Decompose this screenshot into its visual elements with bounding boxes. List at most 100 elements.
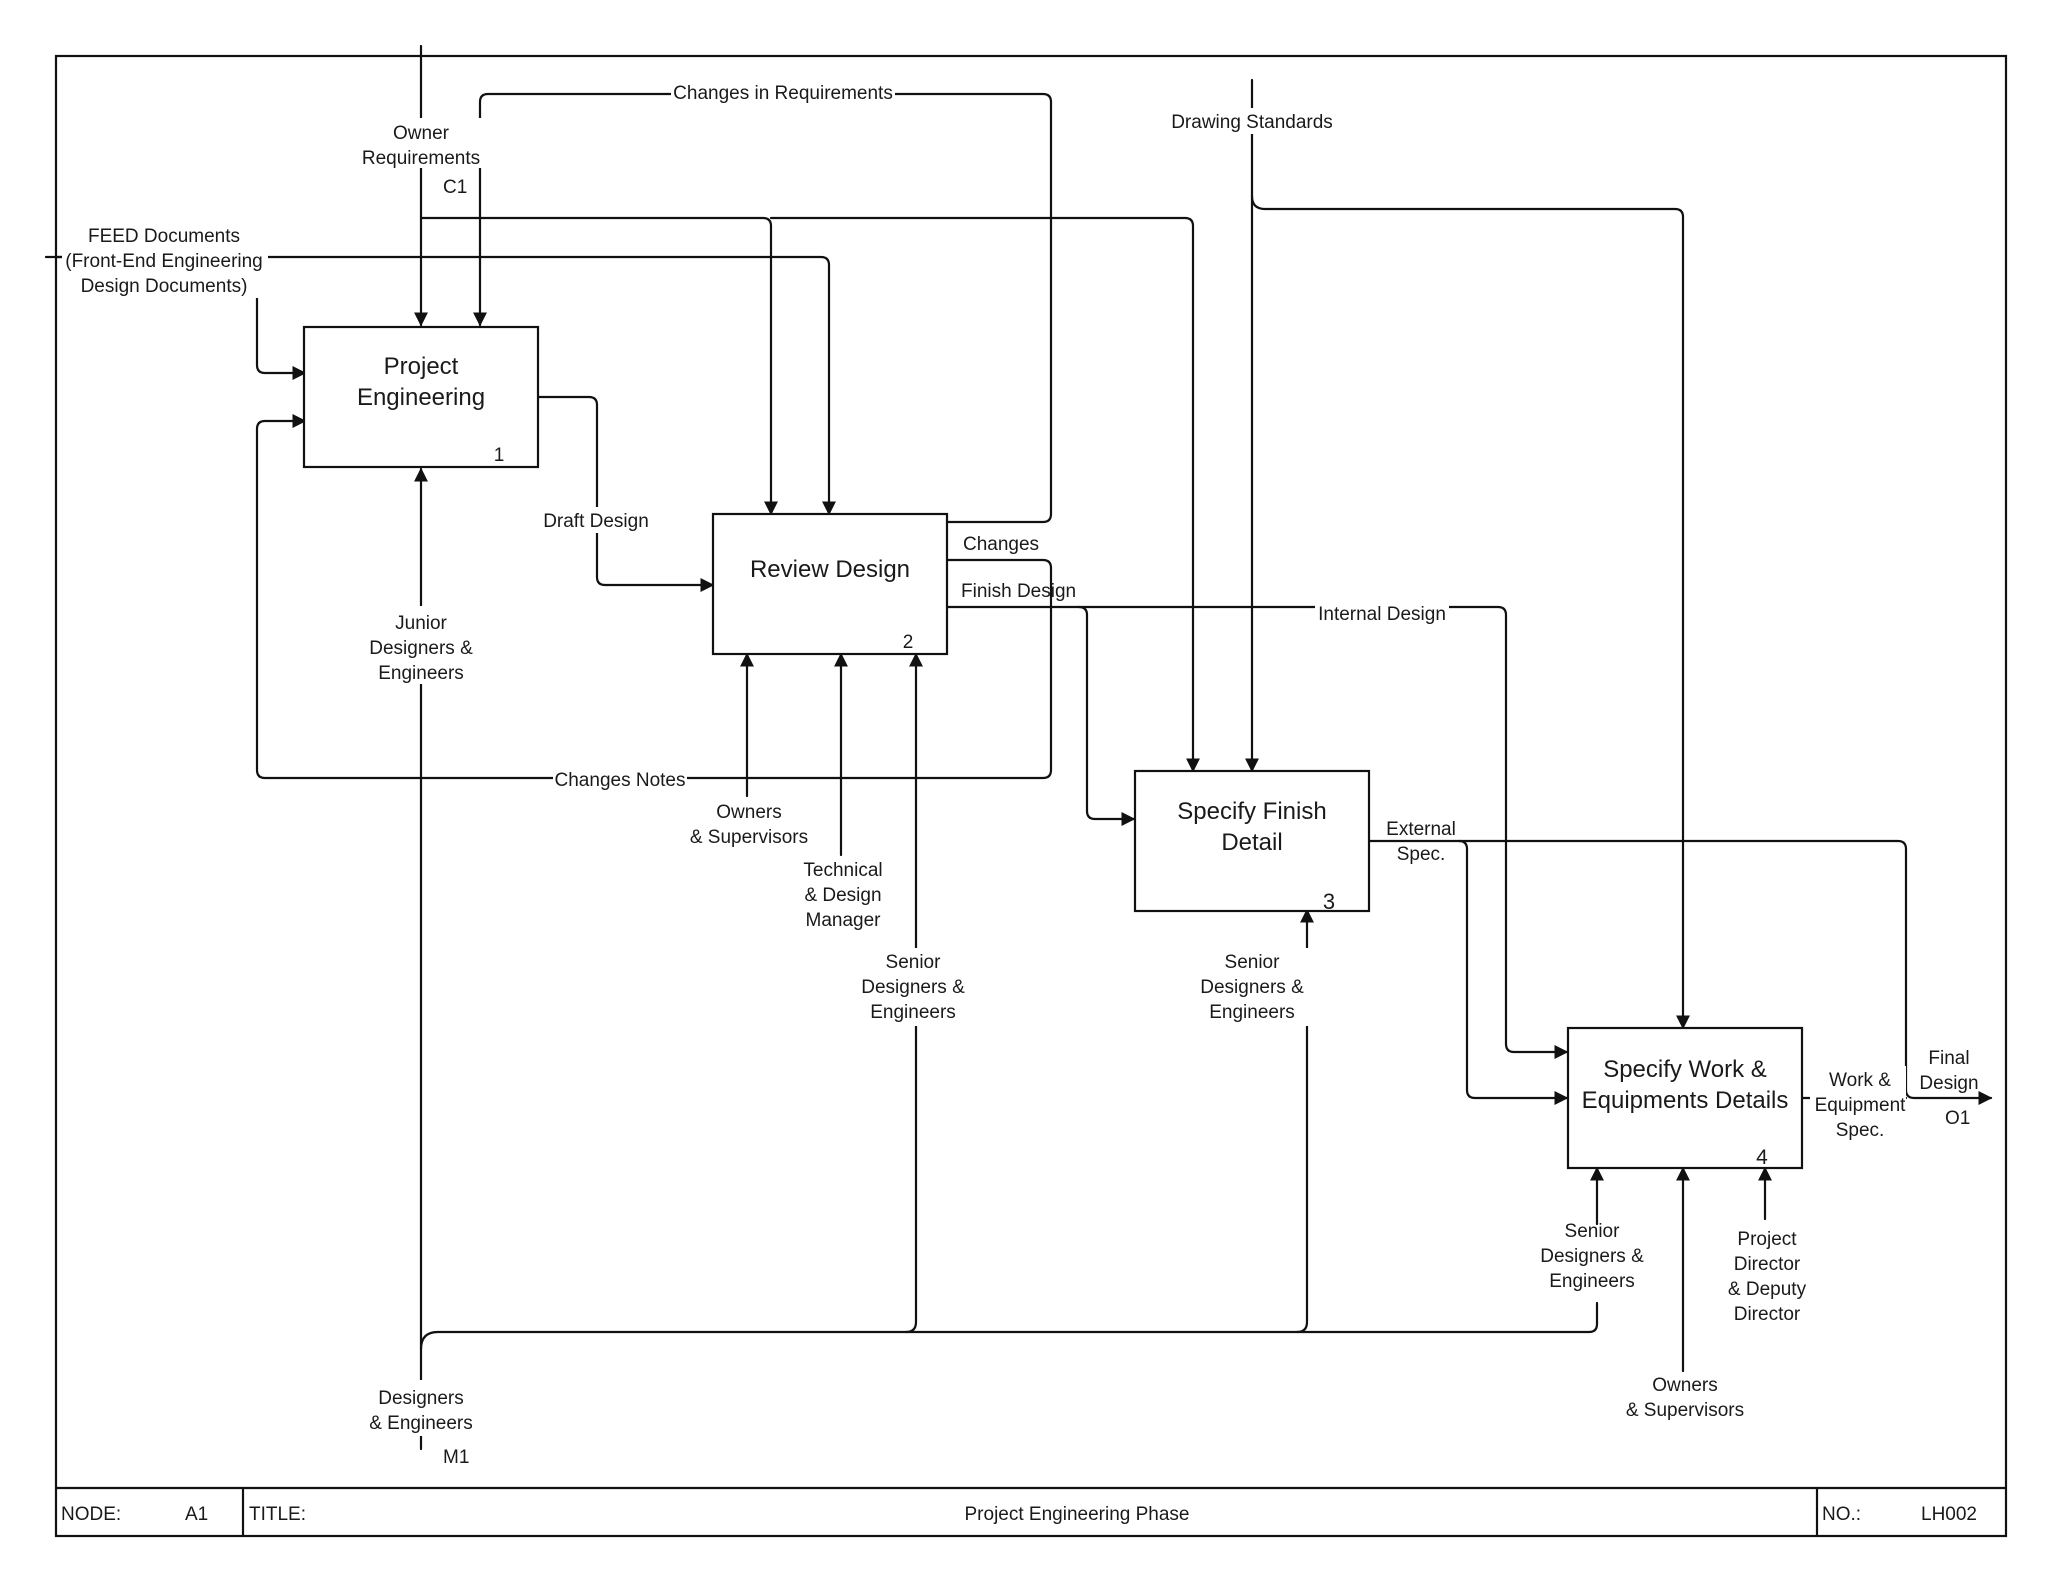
svg-text:Owners: Owners: [716, 802, 781, 823]
finish-design-arrow: [945, 605, 1136, 826]
label-owners-supervisors-review: Owners & Supervisors: [690, 802, 808, 848]
svg-text:Final: Final: [1928, 1048, 1969, 1069]
box-number: 1: [494, 445, 505, 466]
svg-text:External: External: [1386, 819, 1456, 840]
label-final-design: Final Design: [1919, 1048, 1978, 1094]
activity-box-specify-work-equipments[interactable]: Specify Work & Equipments Details 4: [1566, 1026, 1804, 1170]
label-external-spec: External Spec.: [1386, 819, 1456, 865]
no-label: NO.:: [1822, 1504, 1861, 1525]
label-drawing-standards: Drawing Standards: [1165, 108, 1339, 134]
label-owner-requirements: Owner Requirements: [352, 118, 490, 169]
svg-text:Designers &: Designers &: [1200, 977, 1304, 998]
label-project-director: Project Director & Deputy Director: [1728, 1229, 1807, 1325]
svg-text:Spec.: Spec.: [1397, 844, 1446, 865]
box-number: 3: [1323, 889, 1335, 914]
activity-box-specify-finish-detail[interactable]: Specify Finish Detail 3: [1133, 769, 1371, 914]
svg-text:Engineers: Engineers: [1209, 1002, 1295, 1023]
label-c1: C1: [443, 177, 467, 198]
diagram-frame: [54, 54, 2008, 1538]
svg-text:Equipment: Equipment: [1815, 1095, 1907, 1116]
activity-box-project-engineering[interactable]: Project Engineering 1: [302, 325, 540, 469]
svg-text:Engineers: Engineers: [870, 1002, 956, 1023]
svg-text:Changes Notes: Changes Notes: [555, 770, 686, 791]
external-spec-to-final-arrow: [1457, 839, 1993, 1105]
svg-text:Work &: Work &: [1829, 1070, 1891, 1091]
label-junior-designers: Junior Designers & Engineers: [362, 606, 480, 684]
svg-text:& Design: & Design: [804, 885, 881, 906]
box-number: 4: [1756, 1146, 1768, 1169]
svg-text:Manager: Manager: [806, 910, 882, 931]
svg-text:Requirements: Requirements: [362, 148, 480, 169]
box-title-line: Equipments Details: [1582, 1087, 1789, 1114]
svg-text:Senior: Senior: [1565, 1221, 1621, 1242]
label-changes-in-requirements: Changes in Requirements: [671, 80, 895, 106]
designers-engineers-branch: [419, 1301, 1599, 1351]
external-spec-to-work-arrow: [1367, 839, 1569, 1105]
svg-text:Design: Design: [1919, 1073, 1978, 1094]
svg-text:Internal Design: Internal Design: [1318, 604, 1446, 625]
svg-text:Project: Project: [1737, 1229, 1797, 1250]
svg-text:& Engineers: & Engineers: [369, 1413, 473, 1434]
svg-text:Design Documents): Design Documents): [81, 276, 248, 297]
svg-text:Changes in Requirements: Changes in Requirements: [673, 83, 893, 104]
svg-text:Draft Design: Draft Design: [543, 511, 649, 532]
internal-design-arrow: [1077, 605, 1569, 1059]
svg-text:Engineers: Engineers: [1549, 1271, 1635, 1292]
svg-text:Drawing Standards: Drawing Standards: [1171, 112, 1333, 133]
label-senior-designers-finish: Senior Designers & Engineers: [1192, 948, 1312, 1026]
svg-text:Owner: Owner: [393, 123, 450, 144]
svg-text:Designers &: Designers &: [861, 977, 965, 998]
label-changes: Changes: [963, 534, 1039, 555]
label-changes-notes: Changes Notes: [553, 766, 687, 792]
label-m1: M1: [443, 1447, 469, 1468]
owner-requirements-to-finish-arrow: [769, 216, 1200, 773]
feed-documents-to-review-arrow: [255, 255, 836, 516]
draft-design-arrow: [536, 395, 715, 592]
label-technical-design-manager: Technical & Design Manager: [803, 860, 882, 931]
svg-text:& Supervisors: & Supervisors: [1626, 1400, 1744, 1421]
label-work-equipment-spec: Work & Equipment Spec.: [1810, 1066, 1906, 1142]
label-owners-supervisors-work: Owners & Supervisors: [1626, 1375, 1744, 1421]
svg-text:Owners: Owners: [1652, 1375, 1717, 1396]
svg-text:Designers &: Designers &: [1540, 1246, 1644, 1267]
svg-text:Senior: Senior: [886, 952, 942, 973]
svg-text:Director: Director: [1734, 1254, 1801, 1275]
svg-text:& Supervisors: & Supervisors: [690, 827, 808, 848]
label-feed-documents: FEED Documents (Front-End Engineering De…: [62, 222, 268, 298]
title-label: TITLE:: [249, 1504, 306, 1525]
owner-requirements-to-review-arrow: [419, 216, 778, 516]
svg-text:Senior: Senior: [1225, 952, 1281, 973]
svg-text:FEED Documents: FEED Documents: [88, 226, 240, 247]
label-senior-designers-work: Senior Designers & Engineers: [1540, 1221, 1644, 1292]
box-title-line: Specify Work &: [1603, 1056, 1767, 1083]
title-bar: NODE: A1 TITLE: Project Engineering Phas…: [56, 1486, 2006, 1536]
svg-text:Technical: Technical: [803, 860, 882, 881]
label-senior-designers-review: Senior Designers & Engineers: [856, 948, 976, 1026]
changes-in-requirements-arrow: [473, 92, 1053, 524]
svg-text:Junior: Junior: [395, 613, 447, 634]
svg-text:(Front-End Engineering: (Front-End Engineering: [65, 251, 263, 272]
svg-text:& Deputy: & Deputy: [1728, 1279, 1807, 1300]
svg-text:Designers: Designers: [378, 1388, 464, 1409]
label-draft-design: Draft Design: [536, 507, 656, 533]
senior-designers-review-arrow: [904, 652, 923, 1334]
svg-text:Designers &: Designers &: [369, 638, 473, 659]
box-title-line: Review Design: [750, 556, 910, 583]
svg-text:Engineers: Engineers: [378, 663, 464, 684]
label-finish-design: Finish Design: [961, 581, 1076, 602]
diagram-title: Project Engineering Phase: [965, 1504, 1190, 1525]
box-title-line: Engineering: [357, 384, 485, 411]
label-internal-design: Internal Design: [1315, 595, 1449, 625]
svg-text:Director: Director: [1734, 1304, 1801, 1325]
box-title-line: Detail: [1221, 829, 1282, 856]
node-label: NODE:: [61, 1504, 121, 1525]
box-number: 2: [903, 632, 914, 653]
node-value: A1: [185, 1504, 208, 1525]
box-title-line: Project: [384, 353, 459, 380]
drawing-standards-to-work-arrow: [1250, 194, 1690, 1030]
senior-designers-finish-arrow: [1295, 908, 1314, 1334]
activity-box-review-design[interactable]: Review Design 2: [711, 512, 949, 656]
label-o1: O1: [1945, 1108, 1970, 1129]
svg-text:Spec.: Spec.: [1836, 1120, 1885, 1141]
